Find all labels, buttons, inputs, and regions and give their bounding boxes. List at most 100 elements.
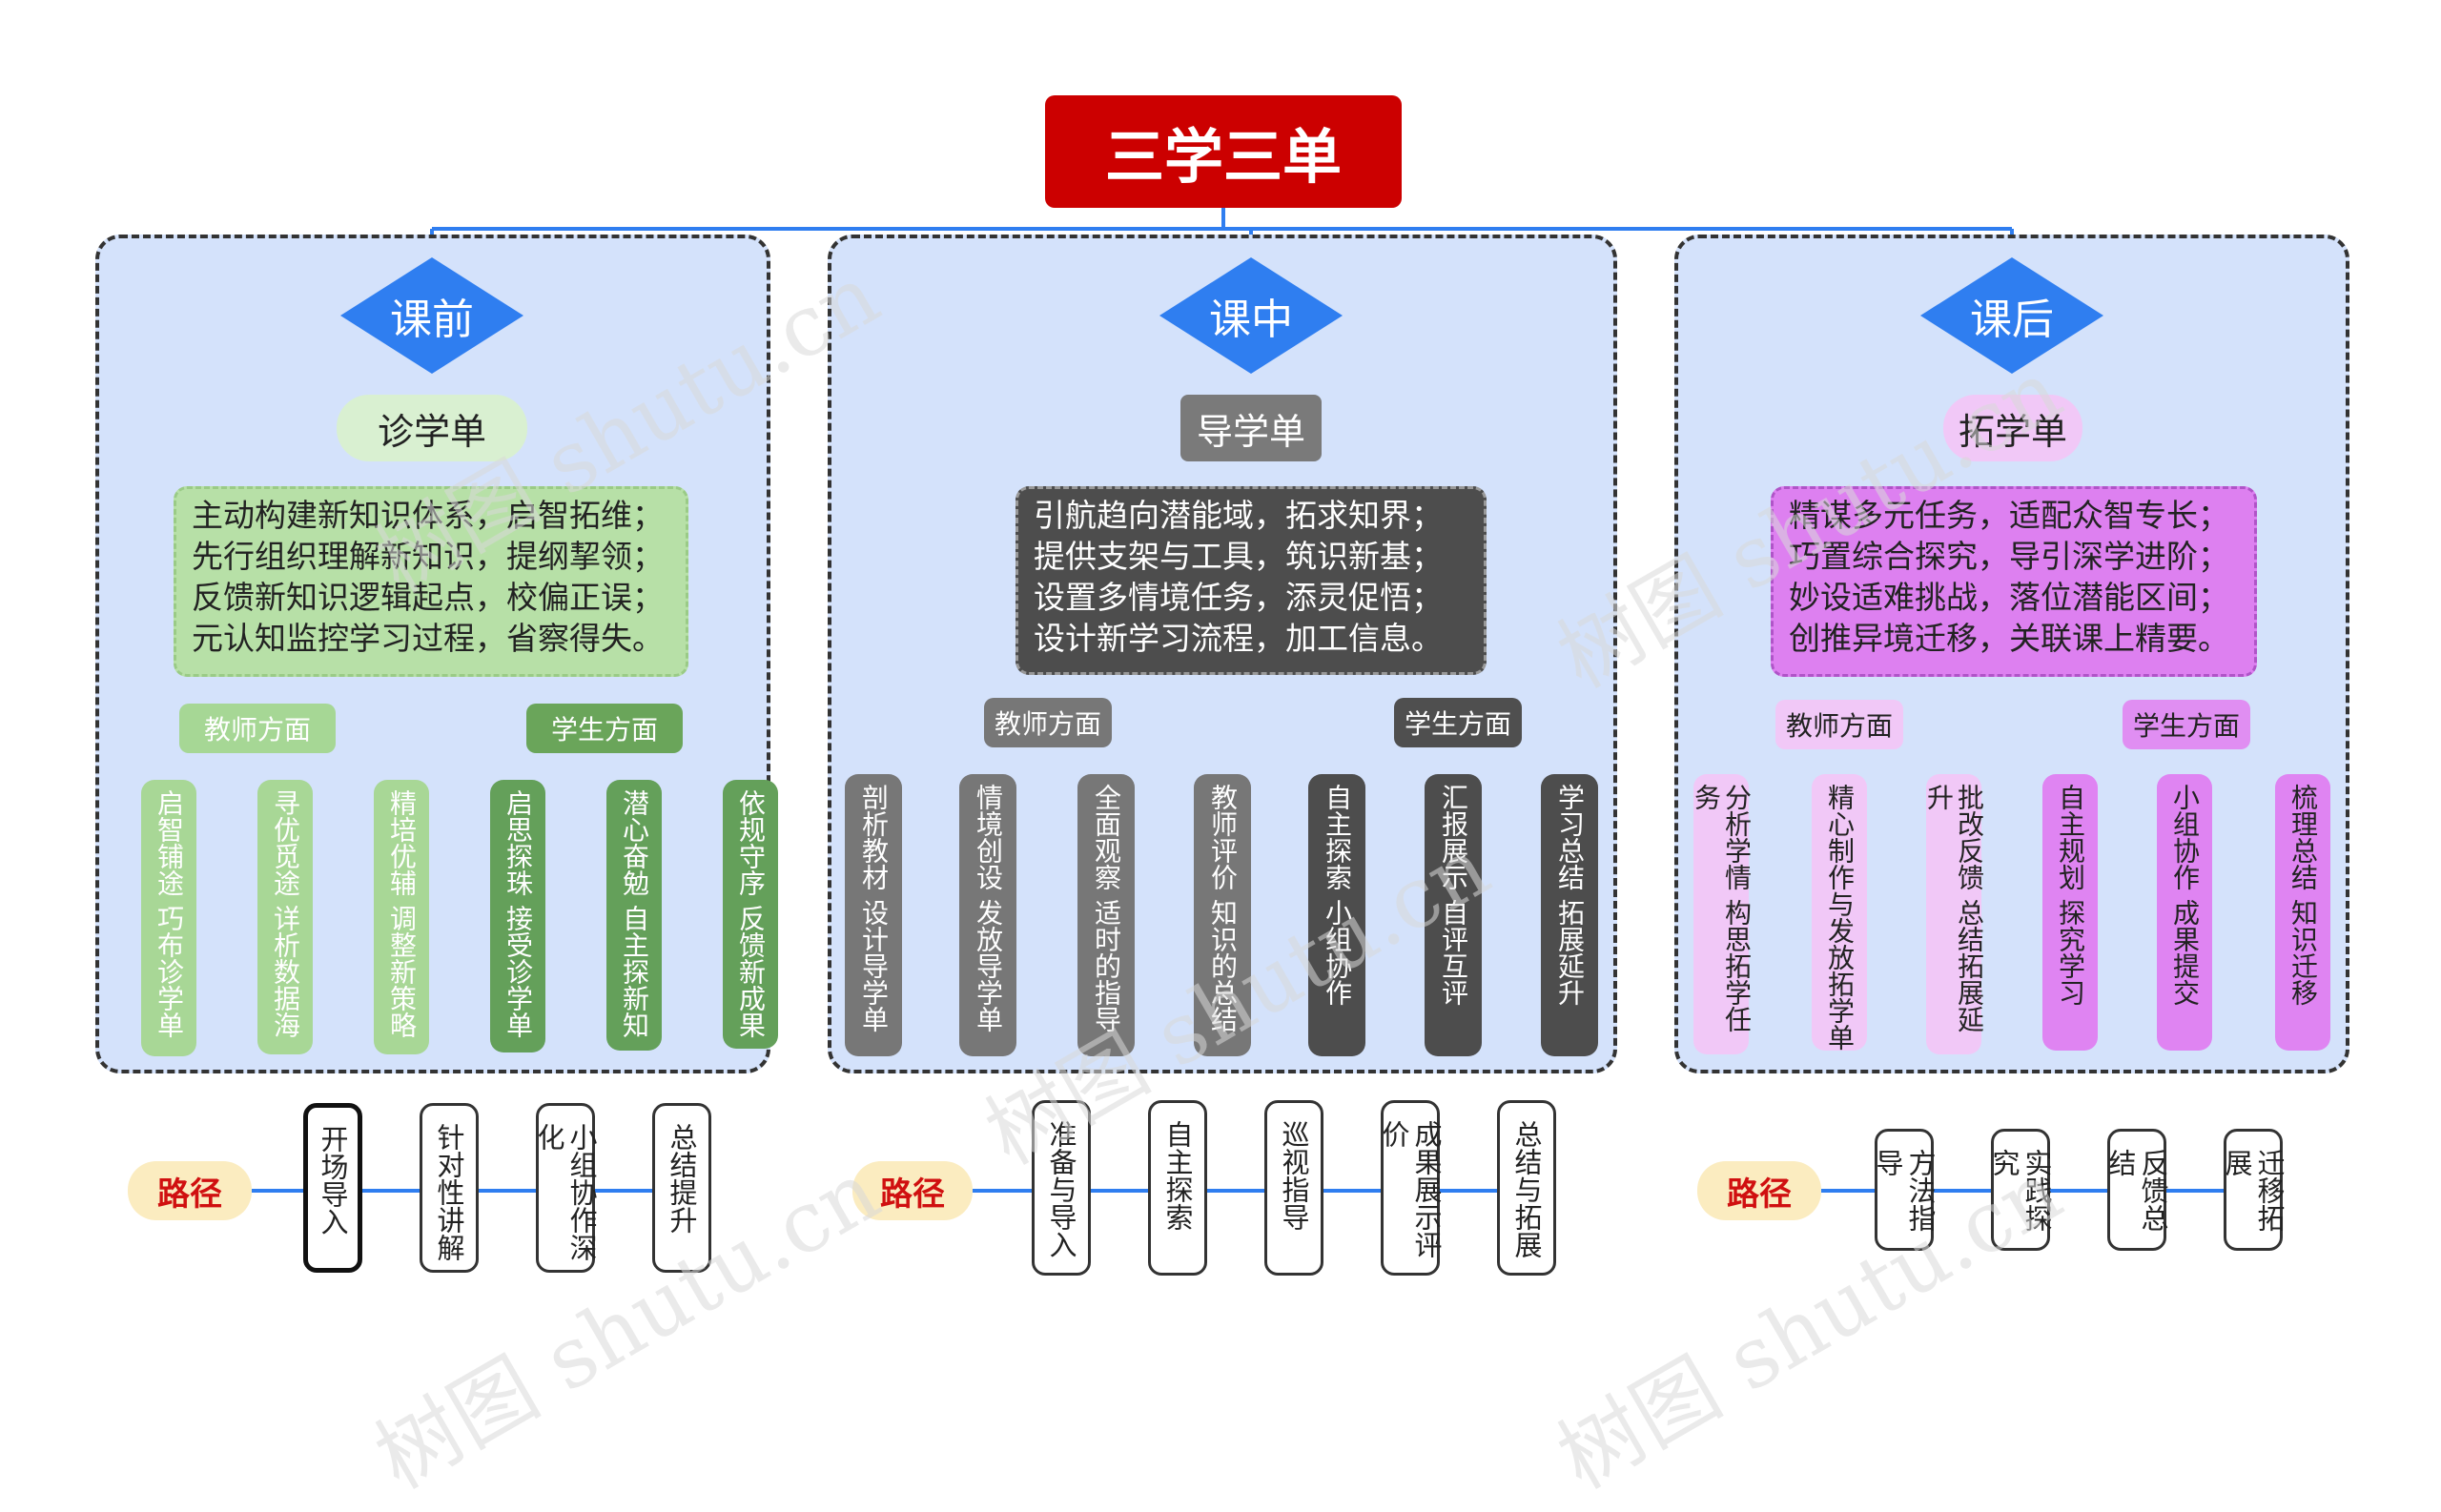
- path-step-text: 总结提升: [666, 1123, 698, 1234]
- path-step-text: 针对性讲解: [433, 1123, 465, 1261]
- path-step: 针对性讲解: [420, 1103, 479, 1273]
- sheet-label: 导学单: [1196, 410, 1305, 453]
- item-text: 教师评价 知识的总结: [1207, 784, 1239, 1032]
- path-label-text: 路径: [880, 1175, 945, 1214]
- summary-line: 创推异境迁移，关联课上精要。: [1789, 620, 2229, 657]
- student-item: 学习总结 拓展延升: [1541, 774, 1598, 1056]
- item-text: 自主规划 探究学习: [2055, 784, 2086, 1006]
- stage-diamond: 课中: [1159, 257, 1343, 374]
- path-label: 路径: [852, 1161, 973, 1220]
- summary-line: 设计新学习流程，加工信息。: [1034, 620, 1443, 657]
- teacher-item: 批改反馈 总结拓展延升: [1923, 774, 1985, 1054]
- teacher-item: 分析学情 构思拓学任务: [1691, 774, 1753, 1054]
- path-step: 准备与导入: [1032, 1100, 1091, 1276]
- path-step: 自主探索: [1148, 1100, 1207, 1276]
- sheet-label: 拓学单: [1958, 410, 2067, 453]
- stage-label: 课后: [1970, 296, 2054, 344]
- stage-diamond: 课后: [1920, 257, 2103, 374]
- path-step-text: 实践探究: [1988, 1149, 2053, 1232]
- teacher-aspect-label: 教师方面: [984, 698, 1112, 747]
- diamond-shape: [1920, 257, 2103, 374]
- item-text: 分析学情 构思拓学任务: [1691, 784, 1753, 1032]
- item-text: 学习总结 拓展延升: [1554, 784, 1586, 1006]
- summary-line: 巧置综合探究，导引深学进阶；: [1789, 538, 2229, 575]
- summary-line: 反馈新知识逻辑起点，校偏正误；: [192, 579, 664, 616]
- summary-line: 引航趋向潜能域，拓求知界；: [1034, 497, 1443, 534]
- teacher-item: 启智铺途 巧布诊学单: [141, 780, 196, 1056]
- student-item: 潜心奋勉 自主探新知: [606, 780, 662, 1051]
- summary-line: 先行组织理解新知识，提纲挈领；: [192, 538, 664, 575]
- stage-label: 课中: [1209, 296, 1293, 344]
- item-text: 情境创设 发放导学单: [973, 784, 1004, 1032]
- item-text: 精心制作与发放拓学单: [1824, 784, 1856, 1051]
- student-item: 自主规划 探究学习: [2042, 774, 2098, 1051]
- student-item: 自主探索 小组协作: [1308, 774, 1365, 1056]
- summary-box: 引航趋向潜能域，拓求知界； 提供支架与工具，筑识新基； 设置多情境任务，添灵促悟； 设…: [1015, 486, 1487, 675]
- teacher-aspect-label: 教师方面: [1775, 700, 1903, 749]
- summary-line: 主动构建新知识体系，启智拓维；: [192, 497, 664, 534]
- path-step: 迁移拓展: [2221, 1129, 2286, 1251]
- sheet-pill: 导学单: [1180, 395, 1322, 461]
- summary-box: 主动构建新知识体系，启智拓维； 先行组织理解新知识，提纲挈领； 反馈新知识逻辑起点，…: [174, 486, 688, 677]
- student-item: 依规守序 反馈新成果: [723, 780, 778, 1049]
- path-label-text: 路径: [1727, 1175, 1792, 1214]
- teacher-label-text: 教师方面: [994, 708, 1101, 740]
- diamond-shape: [1159, 257, 1343, 374]
- item-text: 小组协作 成果提交: [2169, 784, 2201, 1006]
- path-step-text: 迁移拓展: [2221, 1149, 2286, 1232]
- item-text: 汇报展示 自评互评: [1438, 784, 1469, 1006]
- student-item: 小组协作 成果提交: [2157, 774, 2212, 1051]
- path-label: 路径: [128, 1161, 252, 1220]
- sheet-pill: 拓学单: [1943, 395, 2082, 461]
- student-label-text: 学生方面: [2132, 710, 2240, 742]
- path-step-text: 小组协作深化: [533, 1123, 598, 1261]
- student-aspect-label: 学生方面: [526, 704, 683, 753]
- path-step: 实践探究: [1988, 1129, 2053, 1251]
- teacher-item: 教师评价 知识的总结: [1194, 774, 1251, 1056]
- teacher-label-text: 教师方面: [1785, 710, 1893, 742]
- item-text: 剖析教材 设计导学单: [858, 784, 890, 1032]
- path-step-text: 巡视指导: [1278, 1120, 1310, 1231]
- path-step: 开场导入: [303, 1103, 362, 1273]
- student-label-text: 学生方面: [550, 714, 658, 746]
- item-text: 依规守序 反馈新成果: [735, 789, 767, 1038]
- item-text: 启智铺途 巧布诊学单: [154, 789, 185, 1038]
- student-item: 梳理总结 知识迁移: [2275, 774, 2330, 1051]
- summary-line: 设置多情境任务，添灵促悟；: [1034, 579, 1443, 616]
- sheet-label: 诊学单: [377, 410, 486, 453]
- teacher-label-text: 教师方面: [203, 714, 311, 746]
- stage-diamond: 课前: [340, 257, 523, 374]
- student-aspect-label: 学生方面: [2123, 700, 2250, 749]
- teacher-item: 精心制作与发放拓学单: [1812, 774, 1867, 1051]
- item-text: 潜心奋勉 自主探新知: [619, 789, 650, 1038]
- diamond-shape: [340, 257, 523, 374]
- path-step-text: 开场导入: [317, 1125, 349, 1236]
- item-text: 批改反馈 总结拓展延升: [1923, 784, 1985, 1032]
- path-step-text: 成果展示评价: [1378, 1120, 1443, 1258]
- item-text: 启思探珠 接受诊学单: [503, 789, 534, 1038]
- path-step-text: 总结与拓展: [1510, 1120, 1543, 1258]
- path-label: 路径: [1697, 1161, 1821, 1220]
- student-label-text: 学生方面: [1404, 708, 1511, 740]
- item-text: 梳理总结 知识迁移: [2287, 784, 2319, 1006]
- path-step: 巡视指导: [1264, 1100, 1323, 1276]
- path-step: 总结与拓展: [1497, 1100, 1556, 1276]
- item-text: 寻优觅途 详析数据海: [270, 789, 301, 1038]
- path-step-text: 方法指导: [1872, 1149, 1937, 1232]
- path-step: 方法指导: [1872, 1129, 1937, 1251]
- student-aspect-label: 学生方面: [1394, 698, 1522, 747]
- summary-box: 精谋多元任务，适配众智专长；巧置综合探究，导引深学进阶；妙设适难挑战，落位潜能区…: [1771, 486, 2257, 677]
- path-step-text: 准备与导入: [1045, 1120, 1077, 1258]
- summary-line: 精谋多元任务，适配众智专长；: [1789, 497, 2229, 534]
- teacher-item: 情境创设 发放导学单: [959, 774, 1016, 1056]
- path-step: 总结提升: [652, 1103, 711, 1273]
- student-item: 汇报展示 自评互评: [1425, 774, 1482, 1056]
- teacher-aspect-label: 教师方面: [179, 704, 336, 753]
- main-title: 三学三单: [1045, 95, 1402, 208]
- path-step: 反馈总结: [2104, 1129, 2169, 1251]
- student-item: 启思探珠 接受诊学单: [490, 780, 545, 1052]
- item-text: 全面观察 适时的指导: [1091, 784, 1122, 1032]
- stage-label: 课前: [390, 296, 474, 344]
- path-label-text: 路径: [157, 1175, 222, 1214]
- summary-line: 提供支架与工具，筑识新基；: [1034, 538, 1443, 575]
